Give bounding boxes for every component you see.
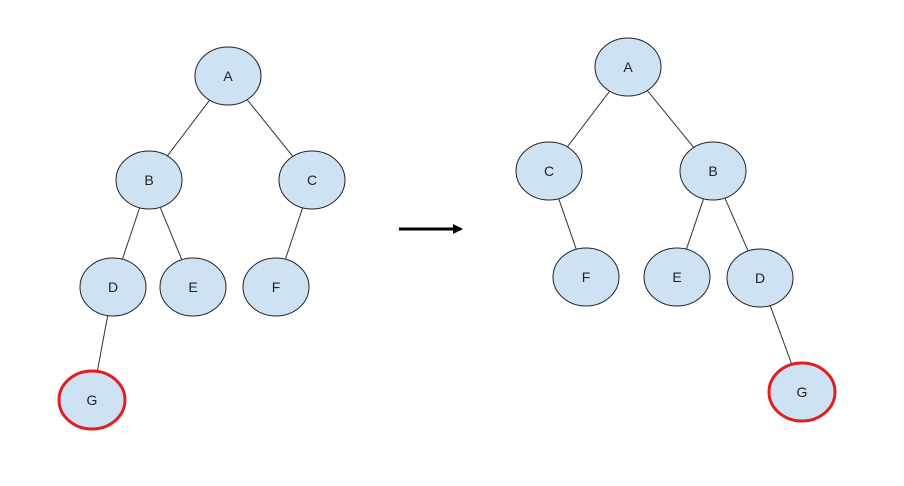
- edge-before-a-c: [246, 99, 294, 157]
- node-circle: [726, 248, 794, 308]
- edge-after-b-e: [685, 198, 705, 250]
- node-before-b: B: [115, 150, 183, 210]
- node-after-g: G: [767, 361, 837, 423]
- node-label: B: [708, 163, 717, 179]
- tree-after: A C B F E D G: [515, 37, 837, 423]
- node-before-a: A: [194, 46, 262, 106]
- node-circle: [159, 257, 227, 317]
- node-circle: [79, 257, 147, 317]
- node-circle: [115, 150, 183, 210]
- node-circle: [643, 247, 711, 307]
- node-after-b: B: [679, 141, 747, 201]
- edge-after-a-b: [646, 90, 695, 148]
- node-label: F: [272, 279, 281, 295]
- node-label: A: [623, 59, 633, 75]
- node-circle: [242, 257, 310, 317]
- node-label: C: [544, 163, 554, 179]
- edge-after-a-c: [566, 90, 611, 148]
- node-circle: [194, 46, 262, 106]
- edge-after-c-f: [558, 198, 577, 250]
- node-after-a: A: [594, 37, 662, 97]
- node-after-c: C: [515, 141, 583, 201]
- edge-before-a-b: [166, 99, 211, 157]
- node-circle: [57, 369, 127, 431]
- node-before-e: E: [159, 257, 227, 317]
- edge-after-d-g: [769, 305, 793, 365]
- node-label: D: [108, 279, 118, 295]
- node-circle: [594, 37, 662, 97]
- node-before-f: F: [242, 257, 310, 317]
- node-circle: [679, 141, 747, 201]
- edge-before-b-e: [159, 207, 183, 260]
- edge-after-b-d: [724, 197, 749, 252]
- node-before-g: G: [57, 369, 127, 431]
- node-label: G: [87, 392, 98, 408]
- node-label: E: [672, 269, 681, 285]
- node-label: D: [755, 270, 765, 286]
- node-circle: [767, 361, 837, 423]
- node-before-c: C: [278, 150, 346, 210]
- node-circle: [552, 247, 620, 307]
- edge-before-d-g: [96, 315, 109, 372]
- edge-before-b-d: [121, 207, 141, 260]
- node-before-d: D: [79, 257, 147, 317]
- tree-before: A B C D E F G: [57, 46, 346, 431]
- node-label: C: [307, 172, 317, 188]
- node-label: B: [144, 172, 153, 188]
- node-label: F: [582, 269, 591, 285]
- edge-before-c-f: [284, 207, 304, 260]
- node-label: A: [223, 68, 233, 84]
- node-circle: [515, 141, 583, 201]
- node-circle: [278, 150, 346, 210]
- node-after-e: E: [643, 247, 711, 307]
- node-label: E: [188, 279, 197, 295]
- node-after-f: F: [552, 247, 620, 307]
- node-label: G: [797, 384, 808, 400]
- node-after-d: D: [726, 248, 794, 308]
